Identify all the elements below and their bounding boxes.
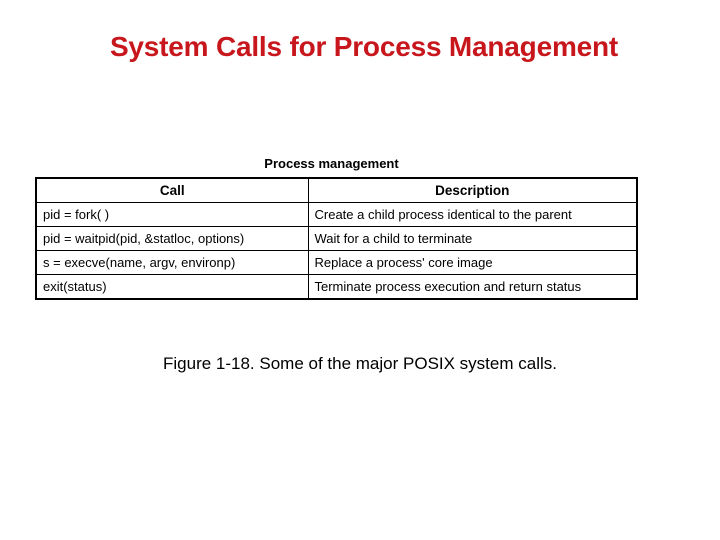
table-row: pid = waitpid(pid, &statloc, options) Wa… bbox=[35, 226, 638, 251]
cell-description: Create a child process identical to the … bbox=[307, 202, 638, 227]
figure-process-management: Process management Call Description pid … bbox=[35, 155, 638, 300]
cell-call: s = execve(name, argv, environp) bbox=[35, 250, 309, 275]
cell-description: Replace a process' core image bbox=[307, 250, 638, 275]
table-body: pid = fork( ) Create a child process ide… bbox=[35, 202, 638, 300]
column-header-description: Description bbox=[307, 177, 638, 203]
cell-call: pid = waitpid(pid, &statloc, options) bbox=[35, 226, 309, 251]
table-header-row: Call Description bbox=[35, 177, 638, 203]
cell-call: exit(status) bbox=[35, 274, 309, 300]
table-row: pid = fork( ) Create a child process ide… bbox=[35, 202, 638, 227]
page-title: System Calls for Process Management bbox=[109, 31, 619, 62]
table-row: s = execve(name, argv, environp) Replace… bbox=[35, 250, 638, 275]
cell-call: pid = fork( ) bbox=[35, 202, 309, 227]
cell-description: Wait for a child to terminate bbox=[307, 226, 638, 251]
table-header: Call Description bbox=[35, 177, 638, 203]
column-header-call: Call bbox=[35, 177, 309, 203]
table-row: exit(status) Terminate process execution… bbox=[35, 274, 638, 300]
cell-description: Terminate process execution and return s… bbox=[307, 274, 638, 300]
table-title: Process management bbox=[264, 156, 399, 171]
posix-syscalls-table: Call Description pid = fork( ) Create a … bbox=[35, 177, 638, 300]
figure-caption: Figure 1-18. Some of the major POSIX sys… bbox=[163, 354, 557, 373]
